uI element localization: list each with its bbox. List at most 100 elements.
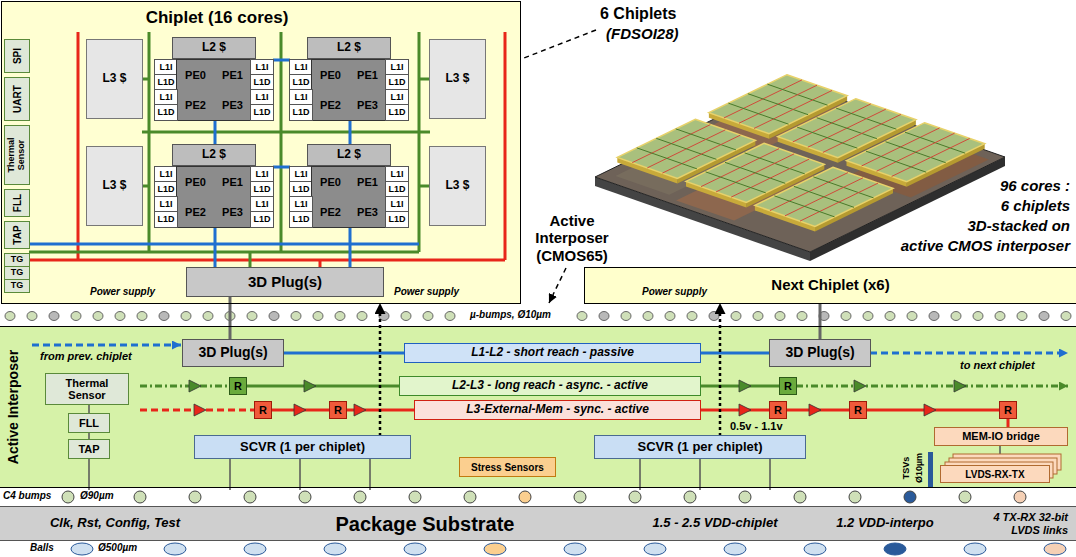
micro-bump [357,312,367,321]
regulator-box: SCVR (1 per chiplet) [595,436,805,458]
micro-bump [137,312,147,321]
node-text: PE1 [214,60,251,90]
node-text: FLL [12,192,23,214]
micro-bump [577,312,587,321]
annotation-label: 3D-stacked on [967,217,1070,234]
peripheral-box: TG [5,267,29,279]
solder-ball [564,543,586,555]
micro-bump [335,312,345,321]
core-block: PE0PE1PE2PE3 [312,167,386,227]
node-text: Thermal Sensor [51,377,123,401]
connector [700,409,770,412]
link-box: L1-L2 - short reach - passive [405,344,700,362]
node-text: Stress Sensors [471,462,544,473]
chiplet-top [847,123,985,182]
micro-bump [995,312,1005,321]
l1-cache-box: L1I [251,90,273,105]
node-text: L2 $ [202,41,226,54]
micro-bump [687,312,697,321]
chiplet-wire [637,148,697,169]
annotation-label: Power supply [640,286,709,298]
node-text: TG [11,281,24,291]
buffer-symbol [194,404,206,416]
node-text: TG [11,268,24,278]
regulator-box: SCVR (1 per chiplet) [195,436,410,458]
node-text: Package Substrate [320,507,530,540]
lvds-box: LVDS-RX-TX [941,466,1049,482]
micro-bump [753,312,763,321]
node-text: L1D [292,185,309,195]
node-text: PE2 [312,197,349,227]
micro-bump [731,312,741,321]
node-text: MEM-IO bridge [962,430,1040,442]
l1-cache-box: L1I [290,167,312,182]
buffer-symbol [809,404,821,416]
solder-ball [404,543,426,555]
node-text: Thermal Sensor [7,128,27,182]
micro-bump [423,312,433,321]
solder-ball [644,543,666,555]
buffer-symbol [304,380,316,392]
chiplet-wire [748,94,808,115]
chiplet-wire [808,109,886,147]
annotation-label: Ø90µm [80,490,114,502]
leader-line [524,30,596,58]
l1-cache-box: L1D [290,182,312,197]
node-text: L1I [255,63,268,73]
l1-cache-box: L1D [290,75,312,90]
chiplet-drawing [847,123,985,187]
node-text: L2-L3 - long reach - async. - active [452,379,648,392]
router-box: R [1000,402,1016,418]
l2-l3-out-wire [796,385,1068,388]
router-box: R [850,402,866,418]
chiplet-panel: Chiplet (16 cores)SPIUARTThermal SensorF… [2,2,520,303]
l1-cache-box: L1D [386,75,408,90]
chiplet-drawing [755,167,893,231]
node-text: PE1 [349,167,386,197]
node-text: SCVR (1 per chiplet) [240,440,365,454]
connector [700,352,770,355]
node-text: LVDS-RX-TX [965,469,1024,480]
micro-bump [885,312,895,321]
node-text: L1I [390,170,403,180]
node-text: L1I [390,200,403,210]
power-wire [29,32,505,268]
solder-ball [71,543,93,555]
peripheral-box: TAP [5,222,29,248]
micro-bump [159,312,169,321]
chiplet-wire [892,138,970,176]
connector [229,296,232,340]
micro-bump [797,312,807,321]
l1-cache-box: L1D [386,105,408,120]
annotation-label: active CMOS interposer [901,237,1070,254]
c4-bump [519,491,531,503]
node-text: L1I [159,200,172,210]
micro-bump [841,312,851,321]
chiplet-wire [706,172,766,193]
node-text: L1I [390,63,403,73]
node-text: L1D [388,215,405,225]
l2-cache-box: L2 $ [173,145,255,165]
l1-cache-box: L1D [155,212,177,227]
buffer-symbol [189,380,201,392]
node-text: L2 $ [337,41,361,54]
node-text: L1D [292,215,309,225]
annotation-label: Power supply [88,286,157,298]
l2-cache-box: L2 $ [173,38,255,58]
l1-cache-box: L1I [155,60,177,75]
node-text: L1D [253,108,270,118]
node-text: L1D [253,215,270,225]
annotation-label: 0.5v - 1.1v [728,420,785,433]
from-prev-arrow [32,344,181,347]
annotation-label: (FDSOI28) [606,25,679,42]
l1-cache-box: L1I [386,197,408,212]
micro-bump [181,312,191,321]
c4-bump [189,491,201,503]
micro-bump [775,312,785,321]
node-text: R [259,404,267,416]
l1-cache-box: L1I [290,60,312,75]
c4-bump [739,491,751,503]
node-text: L1D [157,185,174,195]
leader-line [549,268,566,303]
